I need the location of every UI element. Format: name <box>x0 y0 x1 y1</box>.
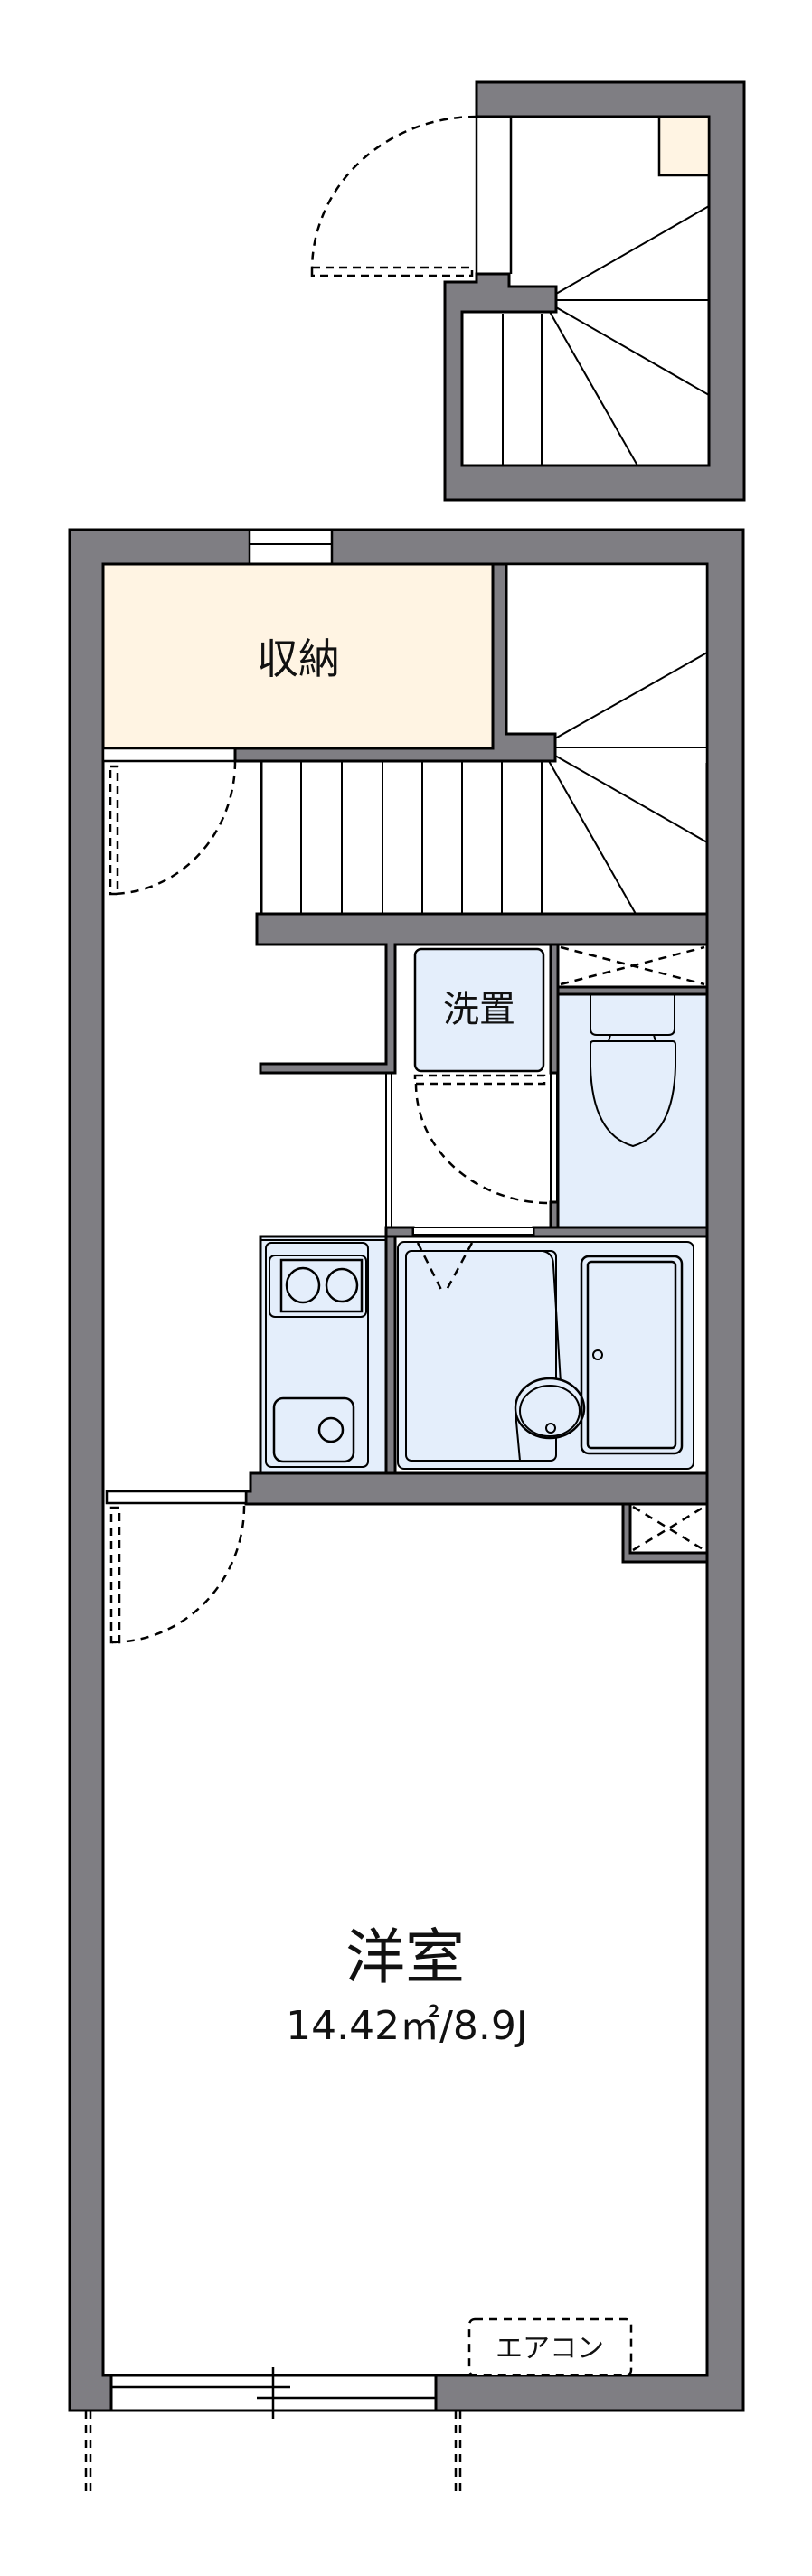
washer-space-label: 洗置 <box>443 989 515 1030</box>
western-room: 洋室 14.42㎡/8.9J <box>286 1923 528 2049</box>
washroom-door-icon <box>413 1074 551 1205</box>
storage-room: 収納 <box>101 562 495 750</box>
upper-door-icon <box>310 115 477 277</box>
storage-label: 収納 <box>257 635 340 683</box>
balcony-outline <box>84 2411 462 2495</box>
main-unit: 収納 <box>68 528 745 2495</box>
upper-stairs-icon <box>502 205 710 466</box>
upper-stair-block <box>310 80 746 502</box>
top-window <box>248 528 334 566</box>
stove-icon <box>269 1255 367 1318</box>
washer-space <box>413 947 545 1073</box>
kitchen <box>259 1235 388 1475</box>
western-room-area: 14.42㎡/8.9J <box>286 2003 528 2049</box>
basin-icon <box>514 1377 586 1462</box>
bathroom <box>393 1235 709 1477</box>
upper-storage-box <box>657 115 711 177</box>
air-conditioner-label: エアコン <box>496 2333 604 2364</box>
room-door-icon <box>109 1505 246 1644</box>
toilet-room <box>556 992 709 1229</box>
bathtub-icon <box>580 1255 684 1455</box>
sink-icon <box>272 1396 355 1463</box>
pipe-shaft-room-icon <box>621 1502 709 1564</box>
washroom: 洗置 <box>413 947 551 1205</box>
bath-door-icon <box>416 1242 474 1291</box>
air-conditioner-icon: エアコン <box>467 2317 633 2377</box>
western-room-label: 洋室 <box>345 1923 465 1992</box>
storage-door-icon <box>109 760 237 896</box>
pipe-shaft-upper-icon <box>556 943 709 989</box>
balcony-window <box>109 2367 438 2419</box>
toilet-icon <box>590 994 676 1148</box>
main-stairs-icon <box>233 562 709 916</box>
